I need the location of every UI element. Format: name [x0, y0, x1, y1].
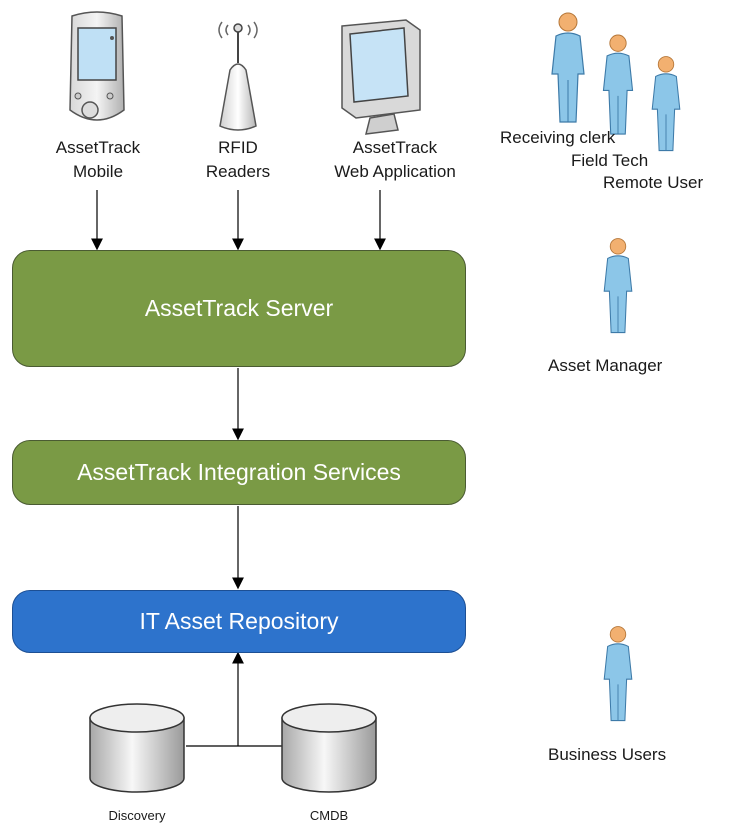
receiving-clerk-label: Receiving clerk: [500, 128, 616, 147]
rfid-label: RFID Readers: [178, 136, 298, 184]
discovery-database-icon: [89, 703, 185, 793]
field-tech-label: Field Tech: [571, 151, 649, 170]
it-asset-repository-label: IT Asset Repository: [139, 608, 339, 634]
cmdb-database-icon: [281, 703, 377, 793]
mobile-label: AssetTrack Mobile: [30, 136, 166, 184]
assettrack-server-box: AssetTrack Server: [12, 250, 466, 367]
rfid-reader-icon: [218, 21, 258, 131]
mobile-label-line2: Mobile: [72, 162, 124, 181]
discovery-label: Discovery: [108, 808, 166, 823]
assettrack-server-label: AssetTrack Server: [144, 295, 334, 321]
asset-manager-label: Asset Manager: [548, 356, 663, 375]
remote-user-person-icon: [651, 56, 681, 152]
web-app-label-line2: Web Application: [334, 162, 456, 181]
it-asset-repository-box: IT Asset Repository: [12, 590, 466, 653]
web-app-label-line1: AssetTrack: [352, 138, 438, 157]
integration-services-label: AssetTrack Integration Services: [77, 459, 401, 485]
integration-services-box: AssetTrack Integration Services: [12, 440, 466, 505]
rfid-label-line1: RFID: [218, 138, 258, 157]
remote-user-label: Remote User: [603, 173, 704, 192]
field-tech-person-icon: [602, 34, 634, 135]
mobile-device-icon: [69, 11, 125, 121]
rfid-label-line2: Readers: [205, 162, 271, 181]
mobile-label-line1: AssetTrack: [55, 138, 141, 157]
business-users-person-icon: [603, 626, 633, 722]
receiving-clerk-person-icon: [551, 12, 585, 123]
asset-manager-person-icon: [603, 238, 633, 334]
web-app-label: AssetTrack Web Application: [310, 136, 480, 184]
computer-monitor-icon: [341, 19, 421, 135]
business-users-label: Business Users: [548, 745, 667, 764]
cmdb-label: CMDB: [309, 808, 349, 823]
